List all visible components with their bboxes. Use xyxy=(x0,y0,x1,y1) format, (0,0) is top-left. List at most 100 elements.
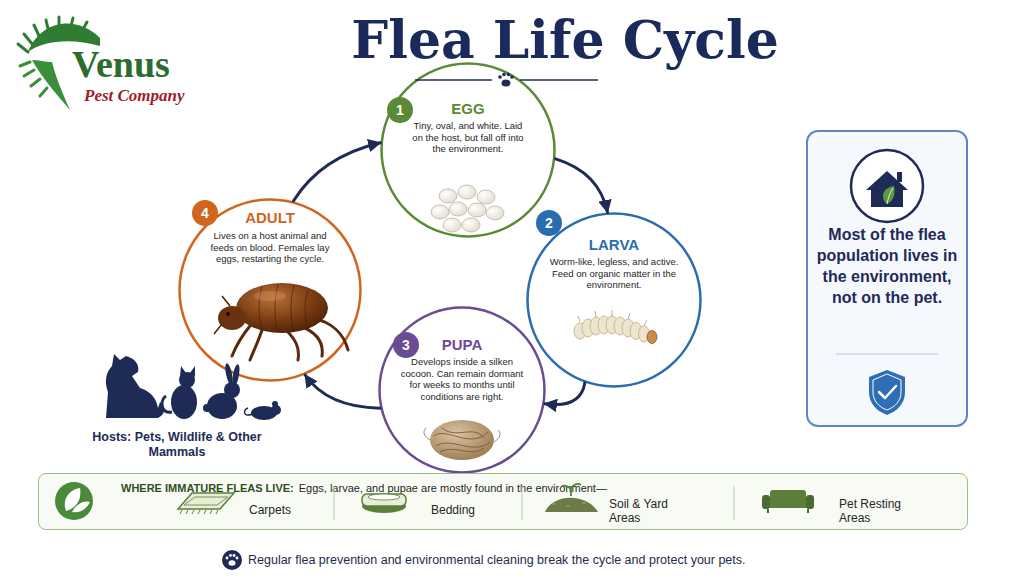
shield-icon xyxy=(869,370,905,415)
band-dividers xyxy=(334,486,335,520)
soil-icon xyxy=(552,503,586,506)
title-divider xyxy=(415,73,598,87)
stage-circle: 4ADULTLives on a host animal and feeds o… xyxy=(178,198,362,382)
host-silhouettes xyxy=(203,404,211,412)
band-leaf-icon xyxy=(55,482,93,520)
egg-illustration xyxy=(431,185,504,232)
adult-flea-illustration xyxy=(259,284,308,332)
carpet-icon xyxy=(178,493,234,509)
title-divider xyxy=(510,75,514,79)
sofa-icon xyxy=(806,495,814,509)
larva-illustration xyxy=(647,331,657,344)
adult-flea-illustration xyxy=(218,306,246,330)
larva-illustration xyxy=(614,317,626,335)
egg-illustration xyxy=(477,190,495,204)
larva-illustration xyxy=(606,316,618,334)
soil-icon xyxy=(545,484,598,512)
step-number: 4 xyxy=(192,200,218,226)
egg-illustration xyxy=(468,203,486,217)
info-panel: Most of the flea population lives in the… xyxy=(806,130,968,427)
carpet-icon xyxy=(178,493,234,514)
panel-divider xyxy=(836,354,938,355)
shield-icon xyxy=(873,374,901,410)
circle-outline-shape xyxy=(382,64,555,237)
sofa-icon xyxy=(762,490,814,513)
circle-outline-shape xyxy=(180,200,361,381)
company-logo-mark xyxy=(32,60,70,110)
circle-outline-shape xyxy=(380,308,545,473)
shield-icon xyxy=(879,386,896,398)
egg-illustration xyxy=(458,185,476,199)
larva-illustration xyxy=(582,319,594,337)
egg-illustration xyxy=(443,218,461,232)
stage-description: Lives on a host animal and feeds on bloo… xyxy=(205,230,335,265)
footer-paw-icon xyxy=(229,554,232,557)
cycle-arrow xyxy=(545,383,585,405)
footer-paw-icon xyxy=(236,557,239,560)
stage-heading: EGG xyxy=(380,100,556,118)
host-silhouettes xyxy=(251,406,277,420)
shield-icon xyxy=(869,370,905,415)
egg-illustration xyxy=(449,202,467,216)
title-divider xyxy=(507,73,511,77)
band-dividers xyxy=(334,486,734,520)
band-dividers xyxy=(734,486,735,520)
adult-flea-illustration xyxy=(254,291,286,301)
cocoon-illustration xyxy=(424,428,500,442)
footer-paw-icon xyxy=(226,557,229,560)
stage-description: Develops inside a silken cocoon. Can rem… xyxy=(397,356,527,402)
band-leaf-icon xyxy=(72,501,90,512)
footer-paw-icon xyxy=(233,554,236,557)
larva-illustration xyxy=(574,310,657,344)
band-intro: Eggs, larvae, and pupae are mostly found… xyxy=(299,482,607,495)
footer-paw-icon xyxy=(222,550,242,570)
host-silhouettes xyxy=(272,401,278,407)
egg-illustration xyxy=(486,206,504,220)
location-name: Bedding xyxy=(431,503,475,517)
house-icon xyxy=(897,172,902,182)
title-divider xyxy=(520,79,598,81)
stage-description: Tiny, oval, and white. Laid on the host,… xyxy=(408,120,528,155)
stage-description: Worm-like, legless, and active. Feed on … xyxy=(549,256,679,291)
title-divider xyxy=(415,79,492,81)
house-icon xyxy=(887,188,893,204)
adult-flea-illustration xyxy=(214,283,348,360)
larva-illustration xyxy=(630,323,642,340)
bedding-icon xyxy=(362,494,406,506)
bedding-icon xyxy=(362,499,406,513)
footer-paw-icon xyxy=(222,550,242,570)
cycle-arrow xyxy=(556,159,608,212)
sofa-icon xyxy=(770,490,806,502)
house-icon xyxy=(851,150,923,222)
title-divider xyxy=(502,73,506,77)
host-silhouettes xyxy=(158,402,164,418)
step-number: 3 xyxy=(393,332,419,358)
soil-icon xyxy=(545,498,598,512)
host-silhouettes xyxy=(224,382,240,398)
title-divider xyxy=(498,75,502,79)
larva-illustration xyxy=(598,316,610,334)
stage-circle: 3PUPA Develops inside a silken cocoon. Ca… xyxy=(378,306,546,474)
host-silhouettes xyxy=(207,393,237,419)
stage-heading: PUPA xyxy=(378,336,546,354)
adult-flea-illustration xyxy=(226,312,230,316)
location-name: Pet Resting Areas xyxy=(839,497,915,525)
host-silhouettes xyxy=(171,385,197,419)
host-silhouettes xyxy=(245,408,252,415)
adult-flea-illustration xyxy=(232,318,348,360)
egg-illustration xyxy=(439,189,457,203)
panel-message: Most of the flea population lives in the… xyxy=(816,224,958,308)
company-name: Venus xyxy=(72,44,170,84)
band-heading-row: WHERE IMMATURE FLEAS LIVE: Eggs, larvae, … xyxy=(121,482,607,495)
location-band: WHERE IMMATURE FLEAS LIVE: Eggs, larvae, … xyxy=(38,473,968,530)
host-silhouettes xyxy=(179,372,195,388)
sofa-icon xyxy=(762,495,770,509)
host-silhouettes xyxy=(271,405,281,415)
larva-illustration xyxy=(590,317,602,335)
host-silhouettes xyxy=(231,364,241,387)
cocoon-illustration xyxy=(434,428,490,452)
carpet-icon xyxy=(180,510,218,514)
house-icon xyxy=(866,171,908,207)
band-heading: WHERE IMMATURE FLEAS LIVE: xyxy=(121,482,294,495)
location-name: Carpets xyxy=(249,503,291,517)
